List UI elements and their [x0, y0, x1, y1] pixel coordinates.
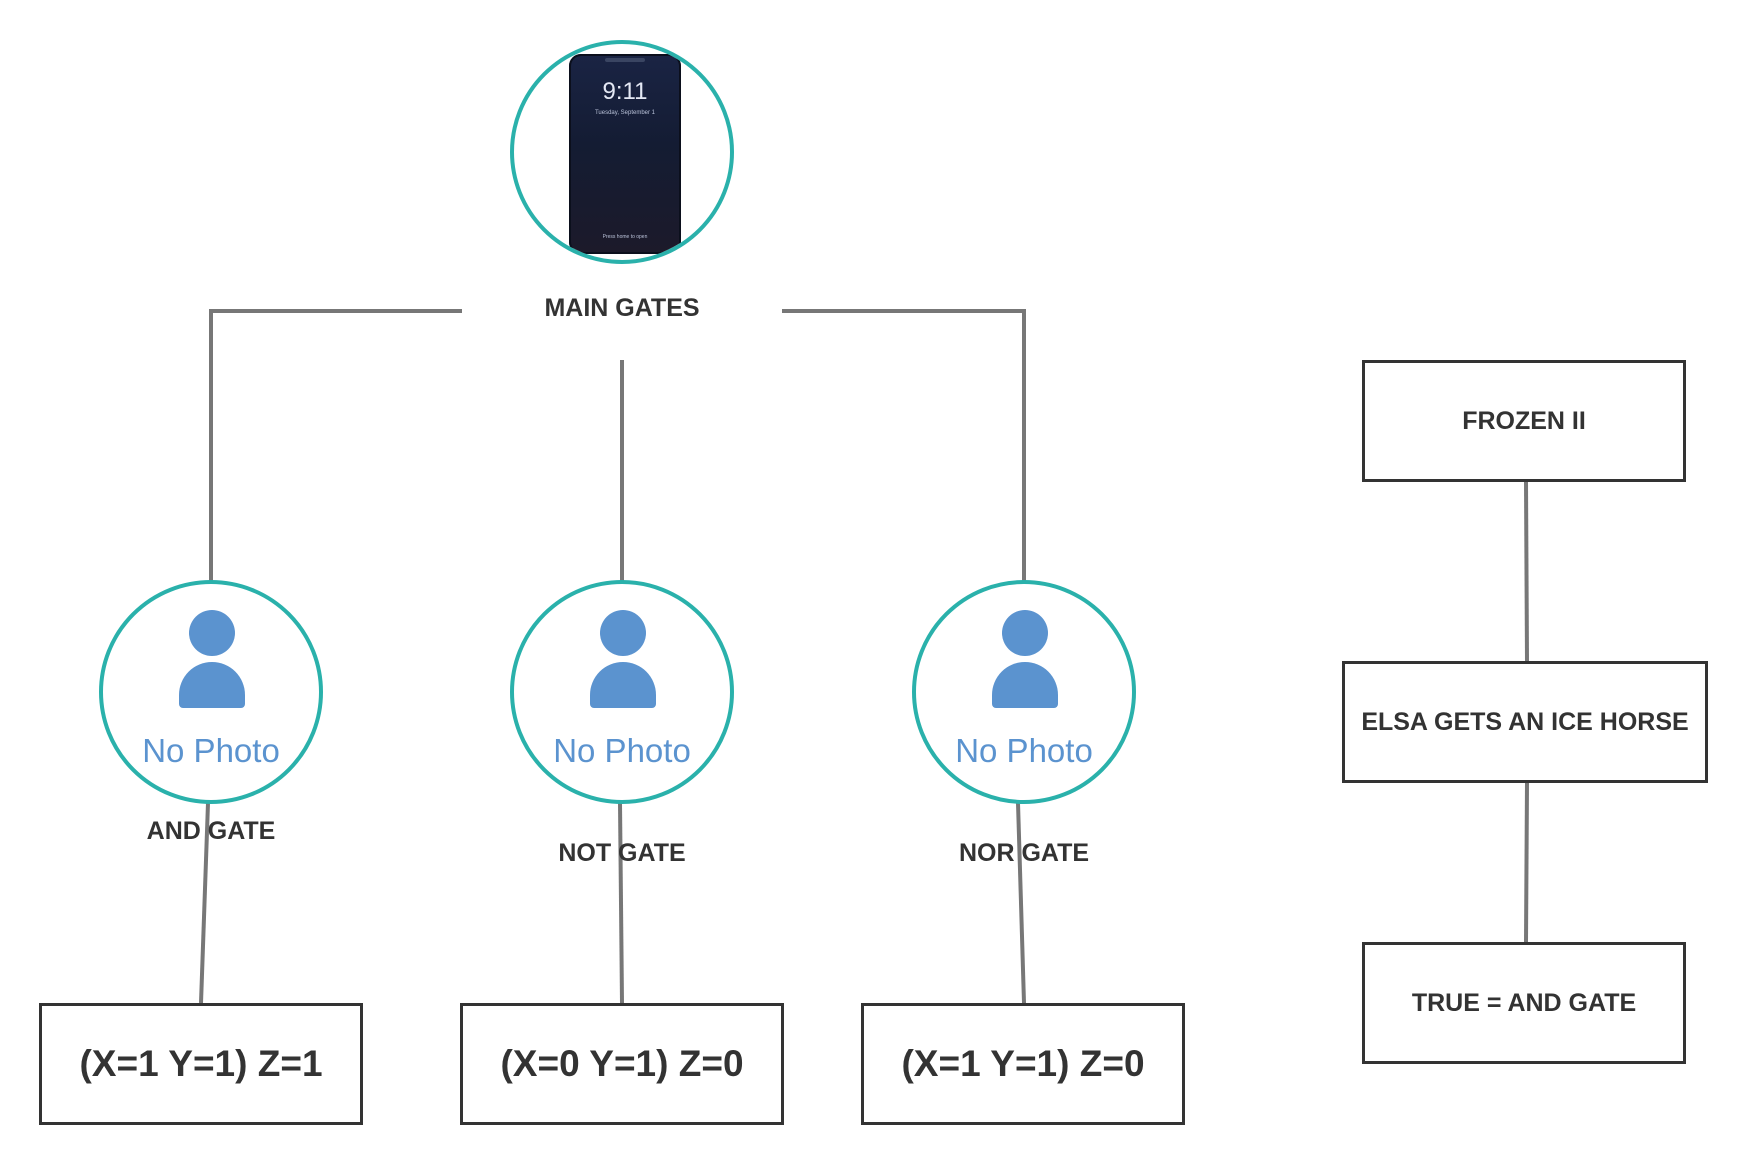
story-box-elsa[interactable]: ELSA GETS AN ICE HORSE — [1342, 661, 1708, 783]
phone-date: Tuesday, September 1 — [594, 110, 656, 116]
gate-label-not: NOT GATE — [558, 839, 686, 867]
phone-lockscreen-image: 9:11 Tuesday, September 1 Press home to … — [569, 54, 681, 254]
person-icon — [179, 610, 245, 710]
connector-frozen-to-elsa — [1524, 481, 1529, 663]
root-photo-node[interactable]: 9:11 Tuesday, September 1 Press home to … — [510, 40, 734, 264]
connector-not-to-result — [618, 802, 624, 1004]
gate-node-not[interactable]: No Photo — [510, 580, 734, 804]
story-box-true[interactable]: TRUE = AND GATE — [1362, 942, 1686, 1064]
phone-unlock-hint: Press home to open — [602, 234, 648, 240]
gate-label-and: AND GATE — [146, 817, 276, 845]
connector-and-to-result — [199, 802, 210, 1004]
no-photo-text: No Photo — [955, 732, 1093, 769]
gate-node-and[interactable]: No Photo — [99, 580, 323, 804]
connector-nor-to-result — [1016, 802, 1026, 1004]
connector-root-to-and — [209, 309, 462, 582]
story-box-frozen[interactable]: FROZEN II — [1362, 360, 1686, 482]
no-photo-text: No Photo — [553, 732, 691, 769]
connector-root-to-nor — [782, 309, 1026, 582]
result-box-nor[interactable]: (X=1 Y=1) Z=0 — [861, 1003, 1185, 1125]
person-icon — [992, 610, 1058, 710]
phone-time: 9:11 — [602, 78, 648, 105]
result-box-and[interactable]: (X=1 Y=1) Z=1 — [39, 1003, 363, 1125]
root-label: MAIN GATES — [544, 294, 700, 322]
gate-label-nor: NOR GATE — [958, 839, 1090, 867]
person-icon — [590, 610, 656, 710]
gate-node-nor[interactable]: No Photo — [912, 580, 1136, 804]
result-box-not[interactable]: (X=0 Y=1) Z=0 — [460, 1003, 784, 1125]
no-photo-text: No Photo — [142, 732, 280, 769]
connector-elsa-to-true — [1524, 782, 1529, 943]
phone-notch — [605, 58, 645, 62]
